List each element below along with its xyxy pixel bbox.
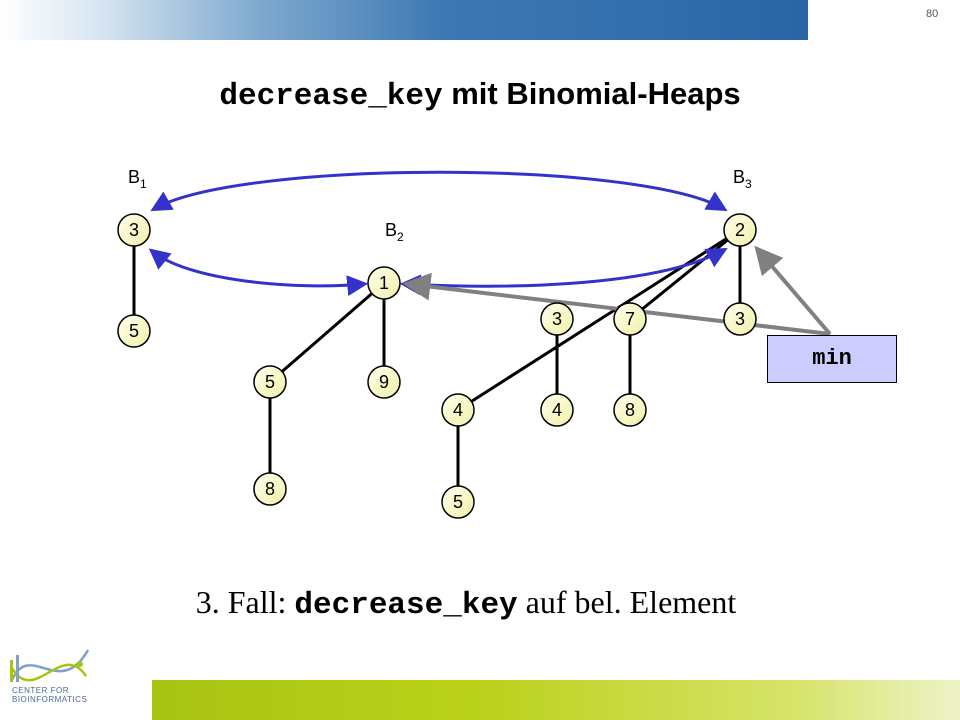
node-b3-4a: 4 xyxy=(441,393,475,427)
heap-nodes: 3 5 1 5 9 8 2 3 7 3 4 4 8 5 xyxy=(117,213,757,519)
node-b2-8: 8 xyxy=(253,472,287,506)
node-b3-8: 8 xyxy=(613,393,647,427)
tree-label-b1: B1 xyxy=(128,167,147,191)
node-b2-5: 5 xyxy=(253,365,287,399)
svg-text:4: 4 xyxy=(453,400,463,420)
svg-text:2: 2 xyxy=(735,220,745,240)
caption-suffix: auf bel. Element xyxy=(517,584,737,620)
logo-line-2: BIOINFORMATICS xyxy=(12,695,88,704)
tree-edges xyxy=(132,228,742,502)
svg-text:1: 1 xyxy=(379,273,389,293)
header-gradient-bar xyxy=(0,0,808,40)
logo-line-1: CENTER FOR xyxy=(12,686,69,695)
tree-label-b3: B3 xyxy=(733,167,752,191)
bioinformatics-logo-icon xyxy=(10,649,90,682)
edge-b2-left xyxy=(269,281,385,384)
node-b3-5: 5 xyxy=(441,485,475,519)
node-b1-root: 3 xyxy=(117,213,151,247)
node-b1-child: 5 xyxy=(117,314,151,348)
svg-text:3: 3 xyxy=(735,309,745,329)
svg-text:3: 3 xyxy=(129,220,139,240)
svg-text:4: 4 xyxy=(552,400,562,420)
min-old-pointer-arrow xyxy=(754,245,832,336)
root-list-arrow-b1-b2 xyxy=(148,248,369,297)
root-list-arrow-b1-b3 xyxy=(150,170,728,212)
node-b3-root: 2 xyxy=(723,213,757,247)
svg-text:9: 9 xyxy=(379,372,389,392)
node-b2-root: 1 xyxy=(367,266,401,300)
page-title: decrease_key mit Binomial-Heaps xyxy=(0,76,960,114)
svg-text:5: 5 xyxy=(453,492,463,512)
title-text: mit Binomial-Heaps xyxy=(442,76,741,111)
tree-label-b2: B2 xyxy=(385,220,404,244)
root-list-arrow-b2-b3 xyxy=(399,247,728,296)
svg-text:5: 5 xyxy=(129,321,139,341)
svg-text:5: 5 xyxy=(265,372,275,392)
svg-text:3: 3 xyxy=(552,309,562,329)
node-b3-7: 7 xyxy=(613,302,647,336)
page-number: 80 xyxy=(926,8,939,20)
caption-prefix: 3. Fall: xyxy=(195,584,295,620)
node-b3-3a: 3 xyxy=(540,302,574,336)
footer-gradient-bar xyxy=(152,680,960,720)
svg-text:7: 7 xyxy=(625,309,635,329)
node-b2-9: 9 xyxy=(367,365,401,399)
node-b3-3b: 3 xyxy=(723,302,757,336)
title-code: decrease_key xyxy=(219,79,443,114)
node-b3-4b: 4 xyxy=(540,393,574,427)
caption: 3. Fall: decrease_key auf bel. Element xyxy=(0,584,932,623)
caption-code: decrease_key xyxy=(294,588,518,623)
min-pointer-box: min xyxy=(767,335,897,383)
svg-text:8: 8 xyxy=(625,400,635,420)
svg-text:8: 8 xyxy=(265,479,275,499)
